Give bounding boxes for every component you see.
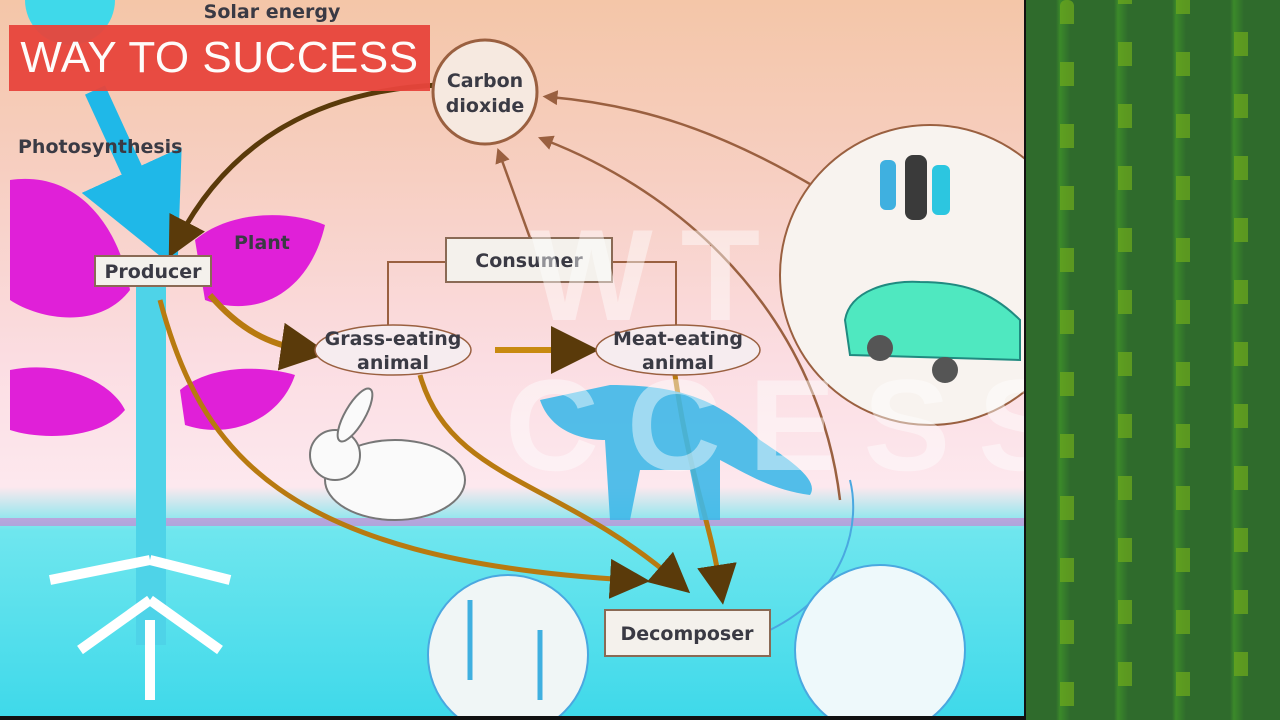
decomposer-label: Decomposer: [621, 623, 755, 645]
fungi-node: [427, 574, 589, 716]
meat-eating-node: [595, 324, 761, 376]
grass-eating-label-1: Grass-eating: [325, 328, 462, 350]
consumer-box: [445, 237, 613, 283]
carbon-label-2: dioxide: [446, 95, 524, 117]
grass-eating-node: [314, 324, 472, 376]
watermark-line-1: WT: [530, 202, 788, 348]
carbon-cycle-diagram: Carbon dioxide Solar energy Photosynthes…: [0, 0, 1024, 716]
decomposer-box: [604, 609, 771, 657]
carbon-label-1: Carbon: [447, 70, 523, 92]
rabbit-icon: [309, 387, 466, 521]
bacteria-node: [794, 564, 966, 716]
photosynthesis-label: Photosynthesis: [18, 136, 183, 158]
grass-eating-label-2: animal: [357, 352, 429, 374]
plant-label: Plant: [234, 232, 290, 254]
human-to-co2-arrow: [542, 90, 821, 192]
decomposer-to-co2-arrow: [538, 135, 842, 501]
matrix-background: [1026, 0, 1280, 720]
solar-energy-label: Solar energy: [204, 1, 341, 23]
producer-box: [94, 255, 212, 287]
co2-to-producer-arrow: [168, 82, 441, 258]
meat-eating-label-1: Meat-eating: [613, 328, 743, 350]
car-icon: [843, 280, 1021, 383]
diagram-canvas: Carbon dioxide Solar energy Photosynthes…: [0, 0, 1024, 716]
grass-strip: [0, 518, 1024, 526]
people-icon: [880, 155, 950, 220]
watermark-line-2: CCESS: [505, 352, 1024, 498]
consumer-label: Consumer: [475, 250, 583, 272]
channel-banner: WAY TO SUCCESS: [9, 25, 430, 91]
consumer-to-co2-arrow: [495, 147, 532, 239]
producer-label: Producer: [105, 261, 203, 283]
banner-title: WAY TO SUCCESS: [20, 33, 419, 82]
meat-eating-label-2: animal: [642, 352, 714, 374]
photosynthesis-arrow: [81, 85, 182, 270]
carbon-dioxide-node: [431, 38, 539, 146]
fox-icon: [540, 385, 812, 520]
